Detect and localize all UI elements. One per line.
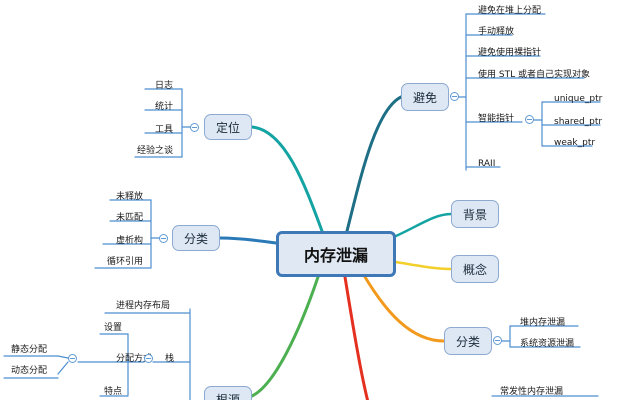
branch-concept	[394, 260, 453, 271]
avoid-item: RAII	[478, 159, 496, 169]
branch-category-right	[363, 275, 446, 343]
category-left-item: 未释放	[115, 192, 143, 202]
smart-ptr-item: shared_ptr	[554, 117, 603, 127]
category-left-item: 虚析构	[115, 236, 143, 246]
root-cause-item: 进程内存布局	[115, 301, 170, 311]
root-cause-item: 分配方式	[115, 354, 152, 364]
node-category-right[interactable]: 分类	[444, 327, 492, 355]
root-cause-item: 静态分配	[10, 345, 47, 355]
category-left-item: 未匹配	[115, 213, 143, 223]
node-avoid[interactable]: 避免	[401, 83, 449, 111]
collapse-toggle-icon[interactable]	[68, 354, 77, 363]
branch-background	[394, 212, 453, 238]
collapse-toggle-icon[interactable]	[159, 234, 168, 243]
branch-bottom	[343, 275, 370, 400]
smart-ptr-item: weak_ptr	[554, 138, 596, 148]
root-cause-item: 栈	[165, 354, 175, 364]
connector	[57, 355, 69, 359]
root-cause-item: 动态分配	[10, 366, 47, 376]
root-cause-item: 设置	[103, 323, 122, 333]
collapse-toggle-icon[interactable]	[144, 354, 153, 363]
locate-item: 统计	[154, 102, 173, 112]
branch-root-cause	[250, 275, 320, 398]
node-background[interactable]: 背景	[451, 200, 499, 228]
avoid-item: 手动释放	[478, 27, 515, 37]
avoid-item: 避免在堆上分配	[478, 6, 542, 16]
leak-type-item: 常发性内存泄漏	[500, 387, 564, 397]
collapse-toggle-icon[interactable]	[525, 115, 534, 124]
locate-item: 经验之谈	[136, 146, 173, 156]
locate-item: 日志	[154, 81, 173, 91]
avoid-item: 避免使用裸指针	[478, 48, 542, 58]
root-node[interactable]: 内存泄漏	[276, 231, 396, 277]
root-cause-item: 特点	[103, 387, 122, 397]
collapse-toggle-icon[interactable]	[493, 336, 502, 345]
category-right-item: 系统资源泄漏	[520, 339, 575, 349]
node-category-left[interactable]: 分类	[172, 225, 220, 251]
node-root-cause[interactable]: 根源	[204, 386, 252, 400]
smart-ptr-item: unique_ptr	[554, 94, 603, 104]
branch-category-left	[218, 236, 278, 245]
collapse-toggle-icon[interactable]	[190, 123, 199, 132]
category-left-item: 循环引用	[106, 257, 143, 267]
node-concept[interactable]: 概念	[451, 255, 499, 283]
branch-avoid	[345, 95, 403, 233]
category-right-item: 堆内存泄漏	[520, 318, 566, 328]
collapse-toggle-icon[interactable]	[450, 92, 459, 101]
avoid-item: 使用 STL 或者自己实现对象	[478, 70, 590, 80]
branch-locate	[250, 125, 324, 233]
node-locate[interactable]: 定位	[204, 114, 252, 140]
avoid-item-smart-ptr: 智能指针	[478, 114, 515, 124]
locate-item: 工具	[154, 125, 173, 135]
connector	[57, 361, 69, 375]
